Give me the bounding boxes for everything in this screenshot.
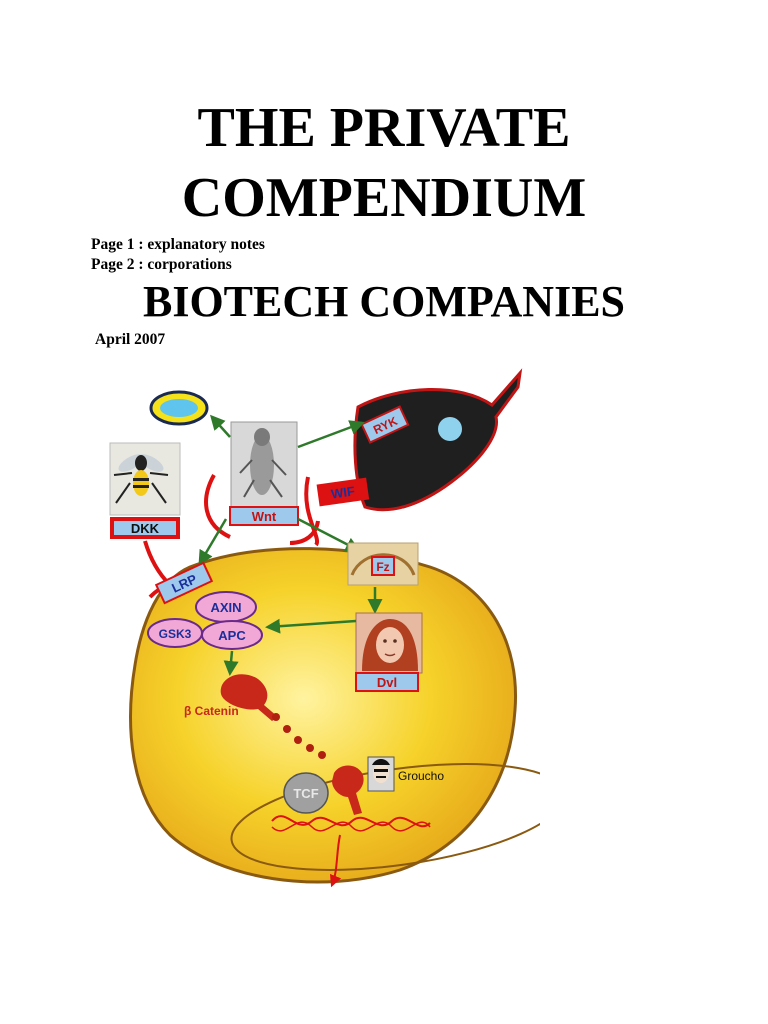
groucho-face-icon	[372, 759, 390, 783]
dkk-label: DKK	[131, 521, 160, 536]
catenin-dot-3	[294, 736, 302, 744]
arrow-dvl-to-apc	[265, 618, 357, 634]
tcf-protein	[283, 772, 329, 814]
catenin-dot-1	[272, 713, 280, 721]
transcription-arrow	[329, 834, 342, 888]
wif-label: WIF	[330, 483, 356, 501]
dvl-label-box	[355, 672, 419, 692]
catenin-dot-2	[283, 725, 291, 733]
dvl-label: Dvl	[377, 675, 397, 690]
apc-protein	[201, 620, 263, 650]
portrait-icon	[362, 619, 418, 671]
dkk-label-inner	[114, 521, 176, 535]
document-date: April 2007	[95, 331, 166, 348]
apc-label: APC	[218, 628, 246, 643]
ryk-cell	[353, 368, 523, 512]
axin-label: AXIN	[210, 600, 241, 615]
wnt-label-box	[229, 506, 299, 526]
ryk-nucleus-icon	[438, 417, 462, 441]
wnt-label: Wnt	[252, 509, 277, 524]
ryk-label-box	[360, 405, 410, 444]
arrow-wnt-to-vesicle	[209, 414, 231, 438]
tcf-label: TCF	[293, 786, 318, 801]
wnt-inhibition-curve-right	[289, 520, 320, 545]
fz-label-box	[371, 556, 395, 576]
arrow-wnt-to-lrp	[198, 518, 228, 566]
explanatory-note-page-2: Page 2 : corporations	[91, 256, 232, 273]
beta-catenin-label: β Catenin	[184, 704, 239, 718]
document-title-line-2: COMPENDIUM	[181, 167, 587, 229]
fz-label: Fz	[376, 560, 389, 574]
lrp-label-box	[154, 561, 214, 605]
catenin-dot-4	[306, 744, 314, 752]
wif-inhibition-curve	[304, 476, 320, 547]
vesicle-core-icon	[160, 399, 198, 417]
beta-catenin-molecule	[220, 674, 278, 721]
gsk3-label: GSK3	[159, 627, 192, 641]
fly-icon	[239, 428, 287, 498]
document-title-line-1: THE PRIVATE	[197, 97, 571, 159]
dna-strand-complement	[271, 821, 431, 832]
dna-strand	[271, 815, 431, 828]
nuclear-catenin-molecule	[332, 765, 364, 815]
catenin-dot-5	[318, 751, 326, 759]
wif-label-box	[316, 477, 370, 507]
groucho-label: Groucho	[398, 769, 444, 783]
fz-hair-icon	[350, 553, 416, 576]
wasp-icon	[113, 454, 169, 504]
dkk-inhibition-curve	[143, 540, 172, 587]
arrow-complex-to-catenin	[223, 650, 239, 676]
explanatory-note-page-1: Page 1 : explanatory notes	[91, 236, 265, 253]
wnt-inhibition-curve-left	[204, 474, 231, 539]
wnt-pathway-diagram: RYK DKK Wnt	[109, 368, 540, 888]
document-subtitle: BIOTECH COMPANIES	[142, 277, 626, 326]
arrow-wnt-to-ryk	[297, 420, 365, 449]
